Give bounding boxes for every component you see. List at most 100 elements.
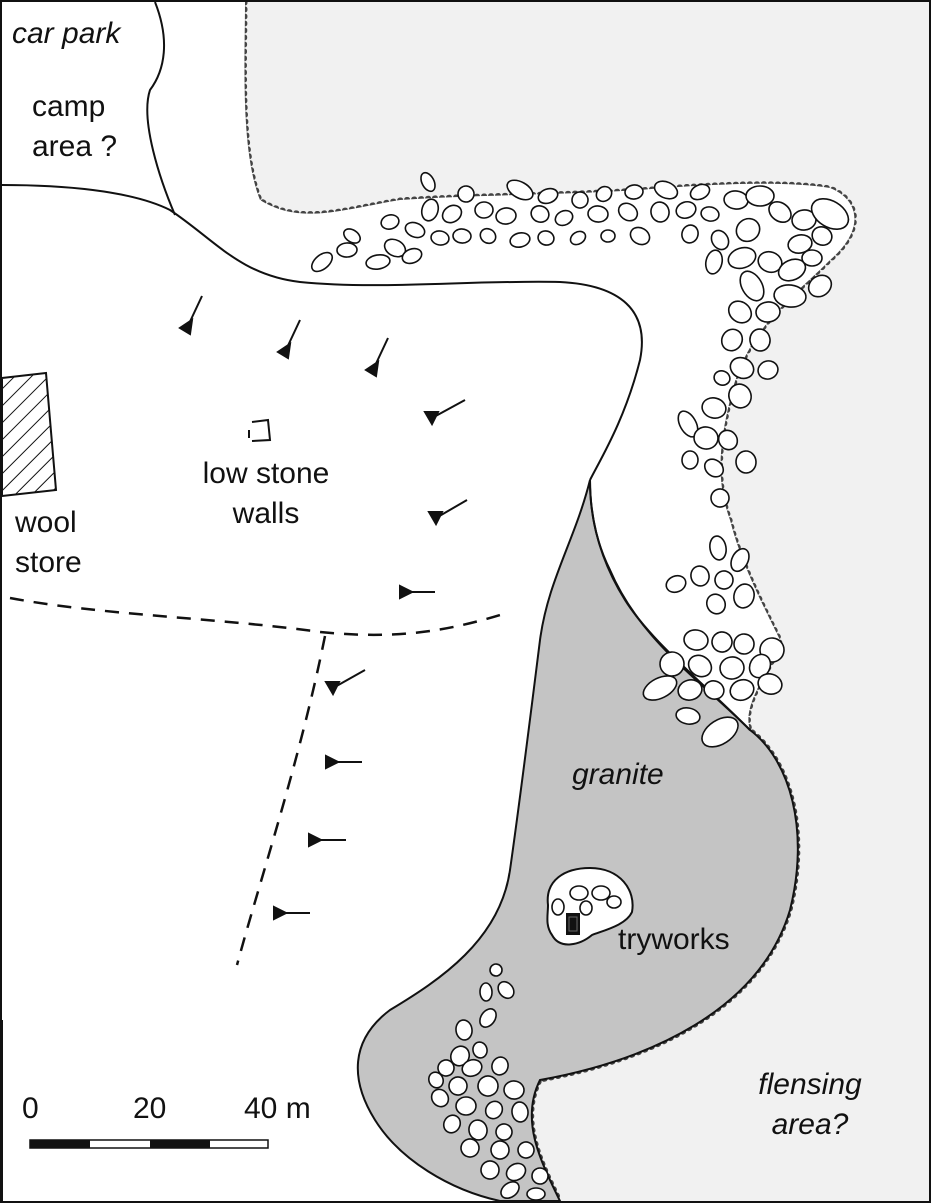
boulder [650,201,670,223]
boulder [455,1019,473,1041]
boulder [811,226,833,246]
boulder [365,254,391,270]
boulder [537,230,555,246]
boulder [733,583,755,609]
boulder [689,183,711,201]
boulder [401,247,423,265]
boulder [427,1071,445,1089]
boulders [310,171,850,1201]
boulder [448,1076,468,1096]
boulder [526,1187,546,1201]
boulder [517,1141,535,1159]
boulder [490,1140,510,1160]
boulder [531,1167,549,1185]
boulder [430,1088,450,1108]
boulder [757,360,779,380]
boulder [801,249,823,267]
boulder [681,450,699,470]
boulder [600,229,616,243]
boulder [720,328,744,352]
boulder [719,656,745,680]
track-outline [1,184,643,481]
boulder [687,654,713,678]
boulder [768,201,792,223]
boulder [530,205,550,223]
boulder [420,171,436,193]
boulder [480,1160,500,1180]
label-granite: granite [572,758,664,791]
low-stone-wall-symbol [248,418,272,442]
boulder [703,458,725,478]
boulder [505,1162,527,1182]
boulder [748,653,772,679]
boulder [484,1100,504,1120]
boulder [729,678,755,702]
boulder [683,629,709,651]
boulder [460,1138,480,1158]
boulder [452,228,472,244]
boulder [595,185,613,203]
boulder [807,274,833,298]
boulder [735,450,757,474]
slope-symbols [178,295,468,921]
boulder [457,185,475,203]
boulder [701,716,739,748]
tryworks-stones [551,885,622,916]
boulder [472,1041,488,1059]
wool-store-building [1,371,58,498]
boulder [489,963,503,977]
boulder [665,574,687,594]
boulder [442,1114,462,1134]
boulder [717,429,739,451]
boulder [477,1075,499,1097]
boulder [479,1008,497,1028]
boulder [642,675,678,701]
boulder [700,206,720,222]
boulder [773,284,807,308]
boulder [739,270,765,302]
boulder [617,202,639,222]
boulder [757,673,783,695]
boulder [624,184,644,200]
boulder [713,370,731,386]
boulder [810,198,850,230]
label-car-park: car park [12,17,121,50]
boulder [710,229,730,251]
boulder [336,242,358,258]
label-tryworks: tryworks [618,923,730,956]
boulder [677,679,703,701]
scale-tick-40: 40 m [244,1092,311,1125]
tryworks-furnace [566,913,580,935]
boulder [735,217,761,243]
boulder [537,187,559,205]
boulder [733,633,755,655]
boulder [495,207,517,225]
boulder [491,1056,509,1076]
boulder [420,198,440,222]
boulder [653,180,679,200]
boulder [704,249,724,275]
boulder [437,1059,455,1077]
boulder [569,230,587,246]
boulder [710,488,730,508]
boulder [587,205,609,223]
boulder [461,1058,483,1078]
boulder [727,300,753,324]
boulder [343,228,361,244]
boulder [729,356,755,380]
boulder [554,209,574,227]
boulder [714,570,734,590]
boulder [455,1096,477,1116]
boulder [728,383,752,409]
boulder [787,234,813,254]
boulder [500,1180,520,1200]
label-camp-area: camp area ? [32,90,118,163]
boulder [703,680,725,700]
boulder [727,246,757,270]
label-flensing-area: flensing area? [758,1068,862,1141]
boulder [701,397,727,419]
boulder [506,179,534,201]
boulder [745,185,775,207]
